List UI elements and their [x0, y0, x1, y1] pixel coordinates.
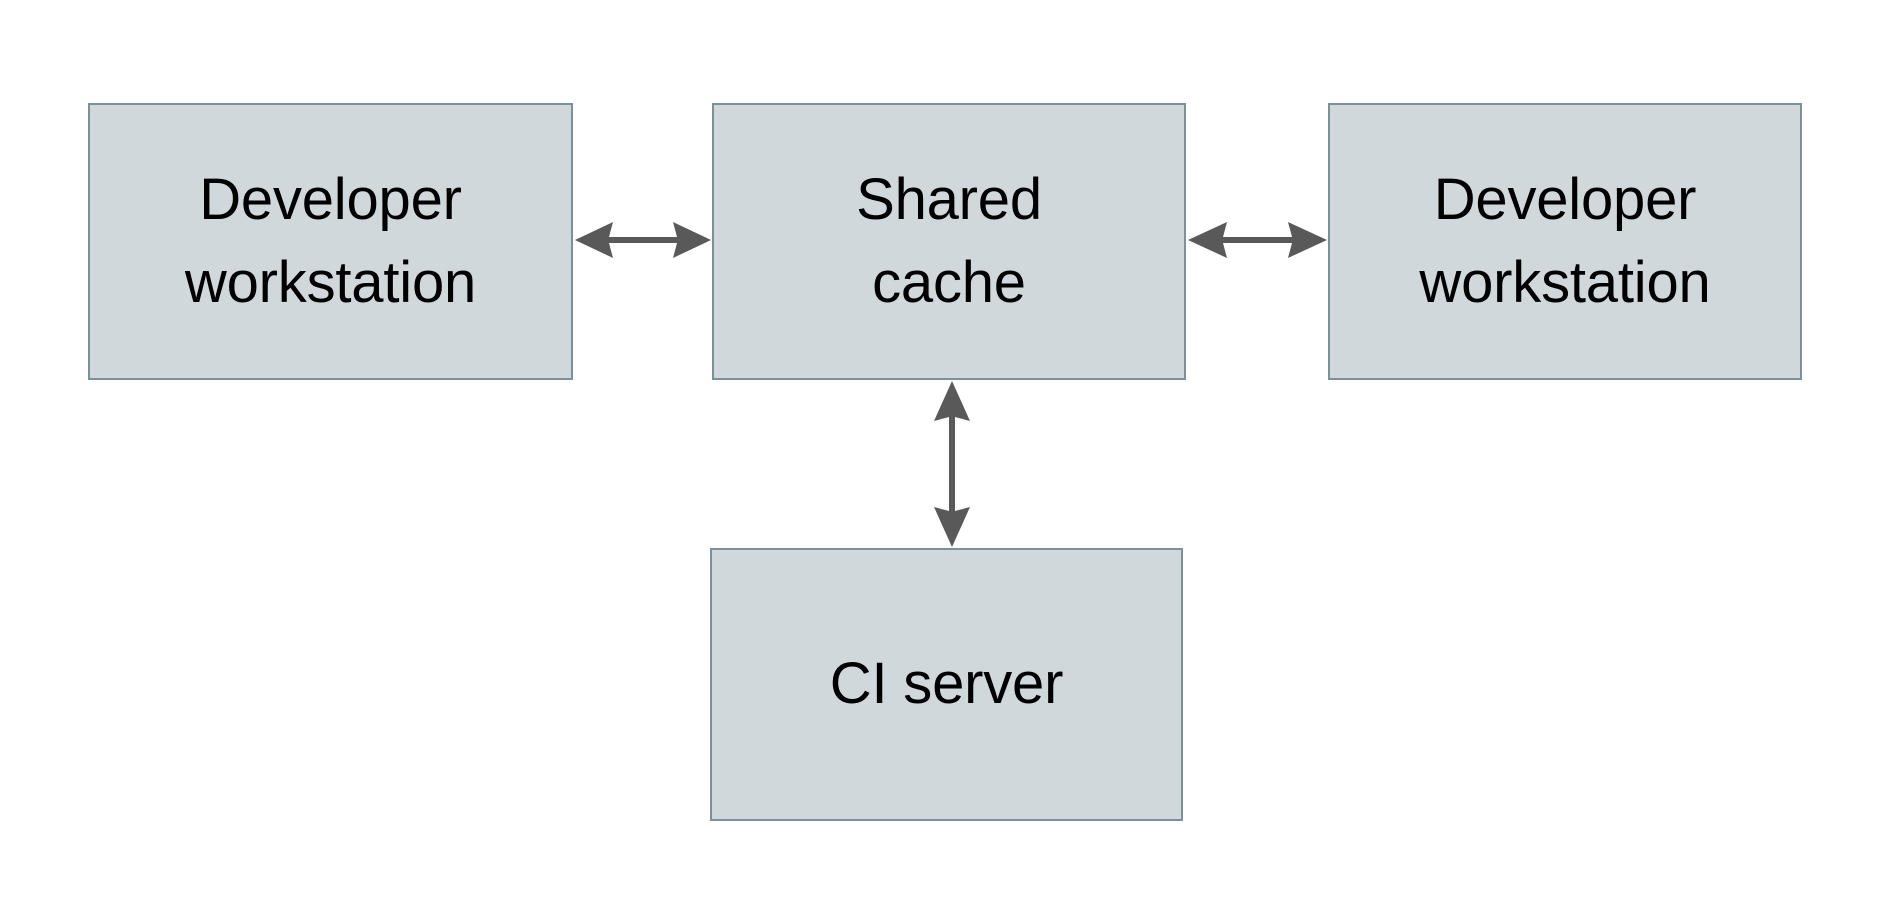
double-arrow-horizontal-icon: [575, 222, 711, 258]
node-ci-server[interactable]: CI server: [710, 548, 1183, 821]
node-developer-workstation-right[interactable]: Developer workstation: [1328, 103, 1802, 380]
node-label: Developer workstation: [1419, 167, 1711, 315]
node-label: Shared cache: [856, 167, 1042, 315]
edge-bidirectional-shared-cache-right-workstation: [1186, 214, 1329, 266]
node-label: CI server: [829, 651, 1064, 717]
edge-bidirectional-left-workstation-shared-cache: [573, 214, 713, 266]
node-shared-cache[interactable]: Shared cache: [712, 103, 1186, 380]
edge-bidirectional-shared-cache-ci-server: [926, 379, 978, 549]
node-label: Developer workstation: [184, 167, 477, 315]
node-developer-workstation-left[interactable]: Developer workstation: [88, 103, 573, 380]
double-arrow-vertical-icon: [934, 381, 970, 547]
double-arrow-horizontal-icon: [1188, 222, 1327, 258]
